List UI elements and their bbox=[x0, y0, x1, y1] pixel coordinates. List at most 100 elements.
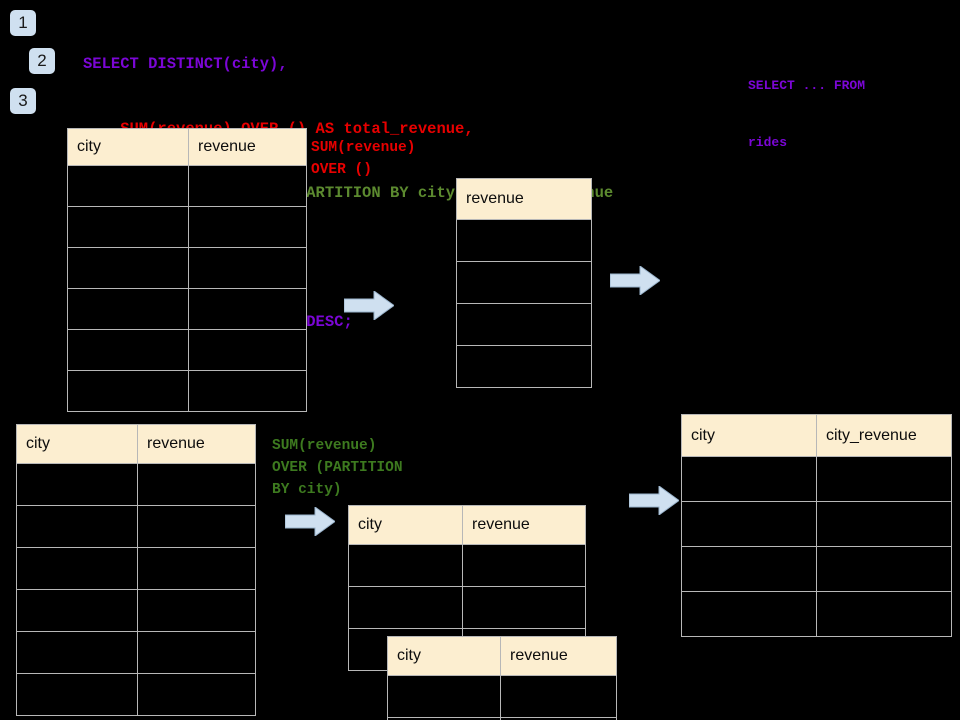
table-cell bbox=[816, 501, 952, 547]
column-header-city-revenue: city_revenue bbox=[816, 414, 952, 457]
table-partition-group-back: city revenue bbox=[348, 505, 586, 671]
table-row bbox=[456, 261, 592, 304]
table-cell bbox=[456, 345, 592, 388]
table-cell bbox=[348, 544, 463, 587]
table-row bbox=[16, 505, 256, 548]
table-row bbox=[681, 591, 952, 637]
table-cell bbox=[188, 247, 307, 289]
table-cell bbox=[67, 165, 189, 207]
table-row bbox=[67, 165, 307, 207]
arrow-source-to-total-icon bbox=[344, 291, 394, 320]
column-header-city: city bbox=[16, 424, 138, 464]
table-cell bbox=[67, 329, 189, 371]
table-rides-source-bottom: city revenue bbox=[16, 424, 256, 716]
table-row bbox=[348, 544, 586, 587]
table-header-row: city revenue bbox=[348, 505, 586, 545]
column-header-revenue: revenue bbox=[500, 636, 617, 676]
table-row bbox=[456, 219, 592, 262]
table-cell bbox=[67, 206, 189, 248]
table-cell bbox=[137, 589, 256, 632]
table-row bbox=[348, 586, 586, 629]
table-cell bbox=[188, 165, 307, 207]
table-cell bbox=[67, 288, 189, 330]
table-cell bbox=[500, 675, 617, 718]
column-header-revenue: revenue bbox=[188, 128, 307, 166]
table-row bbox=[67, 288, 307, 330]
table-cell bbox=[16, 631, 138, 674]
sql-aside-line-2: rides bbox=[748, 135, 788, 150]
annotation-total-revenue: SUM(revenue) OVER () bbox=[311, 140, 416, 178]
table-cell bbox=[16, 589, 138, 632]
table-cell bbox=[387, 675, 501, 718]
table-cell bbox=[137, 547, 256, 590]
column-header-revenue: revenue bbox=[456, 178, 592, 220]
table-cell bbox=[456, 261, 592, 304]
table-cell bbox=[188, 288, 307, 330]
table-cell bbox=[500, 717, 617, 720]
table-row bbox=[387, 675, 617, 718]
table-header-row: city revenue bbox=[387, 636, 617, 676]
table-cell bbox=[681, 546, 817, 592]
table-cell bbox=[67, 370, 189, 412]
column-header-revenue: revenue bbox=[462, 505, 586, 545]
table-row bbox=[16, 463, 256, 506]
table-row bbox=[456, 303, 592, 346]
column-header-city: city bbox=[348, 505, 463, 545]
table-row bbox=[16, 631, 256, 674]
column-header-revenue: revenue bbox=[137, 424, 256, 464]
table-cell bbox=[681, 456, 817, 502]
sql-aside-block: SELECT ... FROM rides bbox=[748, 38, 865, 190]
table-cell bbox=[816, 591, 952, 637]
table-row bbox=[67, 247, 307, 289]
table-cell bbox=[816, 546, 952, 592]
table-final-result: city city_revenue bbox=[681, 414, 952, 637]
table-cell bbox=[16, 673, 138, 716]
table-row bbox=[681, 501, 952, 547]
table-header-row: revenue bbox=[456, 178, 592, 220]
table-cell bbox=[188, 206, 307, 248]
table-cell bbox=[137, 631, 256, 674]
sql-aside-line-1: SELECT ... FROM bbox=[748, 78, 866, 93]
table-header-row: city revenue bbox=[16, 424, 256, 464]
table-cell bbox=[462, 586, 586, 629]
table-cell bbox=[188, 329, 307, 371]
table-cell bbox=[816, 456, 952, 502]
table-row bbox=[387, 717, 617, 720]
table-row bbox=[67, 206, 307, 248]
arrow-source-to-groups-icon bbox=[285, 507, 335, 536]
table-cell bbox=[456, 219, 592, 262]
table-header-row: city revenue bbox=[67, 128, 307, 166]
arrow-groups-to-final-icon bbox=[629, 486, 679, 515]
column-header-city: city bbox=[387, 636, 501, 676]
table-cell bbox=[137, 505, 256, 548]
table-cell bbox=[67, 247, 189, 289]
annotation-city-revenue: SUM(revenue) OVER (PARTITION BY city) bbox=[272, 438, 403, 498]
table-row bbox=[67, 370, 307, 412]
arrow-total-to-final-icon bbox=[610, 266, 660, 295]
step-badge-1: 1 bbox=[10, 10, 36, 36]
table-row bbox=[16, 589, 256, 632]
table-partition-group-front: city revenue bbox=[387, 636, 617, 720]
table-row bbox=[16, 547, 256, 590]
table-row bbox=[67, 329, 307, 371]
table-row bbox=[681, 456, 952, 502]
column-header-city: city bbox=[67, 128, 189, 166]
step-badge-2: 2 bbox=[29, 48, 55, 74]
table-cell bbox=[681, 591, 817, 637]
table-cell bbox=[462, 544, 586, 587]
table-cell bbox=[16, 505, 138, 548]
column-header-city: city bbox=[681, 414, 817, 457]
table-header-row: city city_revenue bbox=[681, 414, 952, 457]
table-row bbox=[681, 546, 952, 592]
table-cell bbox=[16, 463, 138, 506]
table-row bbox=[16, 673, 256, 716]
table-cell bbox=[16, 547, 138, 590]
table-cell bbox=[681, 501, 817, 547]
table-cell bbox=[137, 463, 256, 506]
sql-line-select: SELECT DISTINCT(city), bbox=[83, 55, 288, 73]
table-rides-source-top: city revenue bbox=[67, 128, 307, 412]
table-cell bbox=[137, 673, 256, 716]
table-cell bbox=[348, 586, 463, 629]
table-total-revenue-result: revenue bbox=[456, 178, 592, 388]
